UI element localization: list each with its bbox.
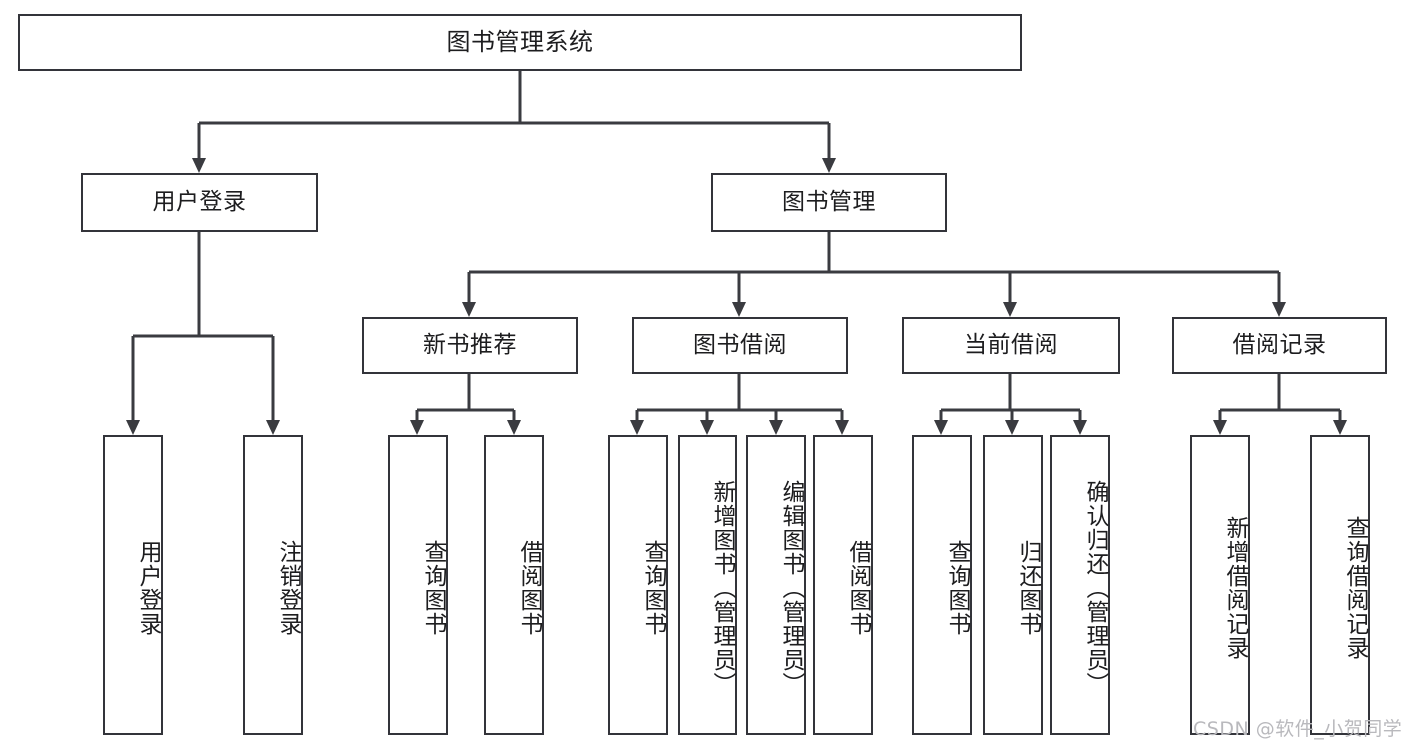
- node-label: 查询借阅记录: [1342, 516, 1368, 660]
- node-leaf-8[interactable]: 查询图书: [912, 435, 972, 735]
- node-leaf-10[interactable]: 确认归还（管理员）: [1050, 435, 1110, 735]
- node-level3-0[interactable]: 新书推荐: [362, 317, 578, 374]
- node-level2-1[interactable]: 图书管理: [711, 173, 947, 232]
- node-label: 编辑图书（管理员）: [778, 480, 804, 696]
- node-level3-3[interactable]: 借阅记录: [1172, 317, 1387, 374]
- node-level3-1[interactable]: 图书借阅: [632, 317, 848, 374]
- node-label: 用户登录: [152, 189, 247, 216]
- node-leaf-1[interactable]: 注销登录: [243, 435, 303, 735]
- node-root-system[interactable]: 图书管理系统: [18, 14, 1022, 71]
- node-label: 查询图书: [420, 540, 446, 636]
- node-label: 用户登录: [135, 540, 161, 636]
- node-label: 新增借阅记录: [1222, 516, 1248, 660]
- node-label: 查询图书: [944, 540, 970, 636]
- node-label: 借阅图书: [516, 540, 542, 636]
- node-label: 归还图书: [1015, 540, 1041, 636]
- node-leaf-9[interactable]: 归还图书: [983, 435, 1043, 735]
- node-leaf-3[interactable]: 借阅图书: [484, 435, 544, 735]
- node-label: 图书借阅: [693, 332, 787, 359]
- node-label: 查询图书: [640, 540, 666, 636]
- node-leaf-6[interactable]: 编辑图书（管理员）: [746, 435, 806, 735]
- csdn-watermark: CSDN @软件_小贺同学: [1193, 718, 1403, 740]
- node-leaf-5[interactable]: 新增图书（管理员）: [678, 435, 737, 735]
- node-label: 确认归还（管理员）: [1082, 480, 1108, 696]
- node-label: 注销登录: [275, 540, 301, 636]
- node-level2-0[interactable]: 用户登录: [81, 173, 318, 232]
- node-leaf-11[interactable]: 新增借阅记录: [1190, 435, 1250, 735]
- node-leaf-7[interactable]: 借阅图书: [813, 435, 873, 735]
- node-label: 当前借阅: [964, 332, 1058, 359]
- node-leaf-2[interactable]: 查询图书: [388, 435, 448, 735]
- node-label: 借阅记录: [1232, 332, 1327, 359]
- node-label: 新增图书（管理员）: [709, 480, 735, 696]
- node-leaf-4[interactable]: 查询图书: [608, 435, 668, 735]
- node-label: 借阅图书: [845, 540, 871, 636]
- node-leaf-12[interactable]: 查询借阅记录: [1310, 435, 1370, 735]
- node-label: 图书管理: [782, 189, 876, 216]
- node-label: 图书管理系统: [446, 27, 594, 56]
- node-level3-2[interactable]: 当前借阅: [902, 317, 1120, 374]
- node-leaf-0[interactable]: 用户登录: [103, 435, 163, 735]
- node-label: 新书推荐: [423, 332, 517, 359]
